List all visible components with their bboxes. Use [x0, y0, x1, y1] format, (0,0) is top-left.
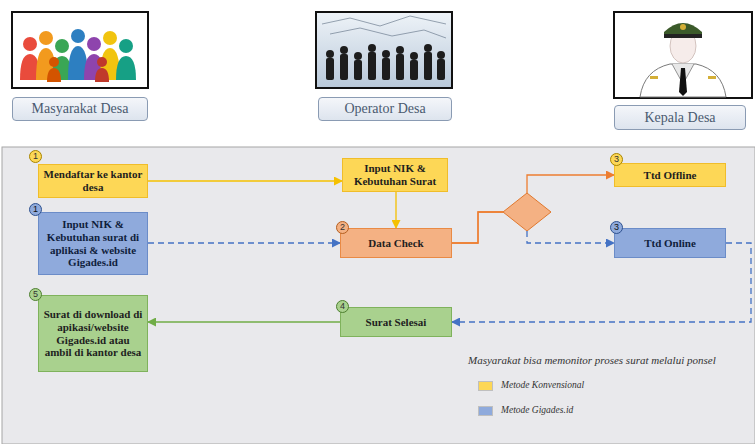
step-number: 1: [29, 203, 42, 216]
flow-arrow: [148, 243, 340, 244]
box-text: Kepala Desa: [644, 110, 715, 125]
process-box: Ttd Offline: [614, 163, 726, 187]
step-number: 3: [610, 153, 623, 166]
legend-swatch: [478, 381, 493, 391]
process-box: Surat di download di apikasi/website Gig…: [38, 295, 148, 372]
callout-number: 1: [33, 152, 38, 161]
legend-swatch: [478, 406, 493, 416]
box-text: Masyarakat Desa: [32, 101, 129, 116]
process-box: Input NIK & Kebutuhan Surat: [342, 158, 448, 192]
box-text: Data Check: [368, 237, 423, 250]
step-number: 3: [610, 221, 623, 234]
box-text: Surat di download di apikasi/website Gig…: [43, 308, 143, 360]
connector-line: [452, 212, 503, 243]
callout-number: 2: [340, 223, 345, 232]
legend-text: Metode Konvensional: [501, 380, 584, 391]
flow-arrow: [396, 192, 397, 228]
decision-diamond: [503, 193, 551, 231]
process-box: Data Check: [340, 228, 452, 258]
step-number: 1: [29, 150, 42, 163]
connector-line: [527, 231, 614, 243]
connector-line: [148, 321, 340, 322]
callout-number: 4: [340, 302, 345, 311]
step-number: 2: [336, 221, 349, 234]
connector-line: [452, 212, 503, 243]
operators-illustration: [316, 12, 452, 88]
box-text: Input NIK & Kebutuhan Surat: [347, 162, 443, 188]
connector-line: [527, 175, 614, 193]
legend-text: Metode Gigades.id: [501, 405, 573, 416]
callout-number: 3: [614, 223, 619, 232]
box-text: Ttd Offline: [644, 169, 697, 182]
box-text: Input NIK & Kebutuhan surat di aplikasi …: [43, 218, 143, 270]
actor-label: Operator Desa: [318, 97, 452, 121]
flow-arrow: [452, 212, 614, 243]
process-box: Mendaftar ke kantor desa: [38, 164, 148, 198]
process-box: Surat Selesai: [340, 307, 452, 337]
box-text: Mendaftar ke kantor desa: [43, 168, 143, 194]
step-number: 5: [29, 288, 42, 301]
connector-line: [148, 242, 340, 243]
village-head-illustration: [614, 12, 752, 98]
flow-arrow: [452, 175, 614, 243]
process-panel: [2, 147, 755, 444]
flow-arrow: [148, 181, 342, 182]
community-illustration: [12, 12, 148, 88]
process-box: Ttd Online: [614, 228, 726, 258]
flow-arrow: [148, 322, 340, 323]
callout-number: 5: [33, 290, 38, 299]
step-number: 4: [336, 300, 349, 313]
actor-label: Masyarakat Desa: [12, 97, 148, 121]
box-text: Surat Selesai: [366, 316, 427, 329]
connector-line: [148, 180, 342, 181]
callout-number: 1: [33, 205, 38, 214]
connector-line: [395, 192, 396, 228]
actor-label: Kepala Desa: [614, 105, 746, 130]
process-box: Input NIK & Kebutuhan surat di aplikasi …: [38, 212, 148, 275]
callout-number: 3: [614, 155, 619, 164]
box-text: Operator Desa: [344, 101, 425, 116]
note-text: Masyarakat bisa memonitor proses surat m…: [468, 354, 716, 367]
box-text: Ttd Online: [644, 237, 696, 250]
